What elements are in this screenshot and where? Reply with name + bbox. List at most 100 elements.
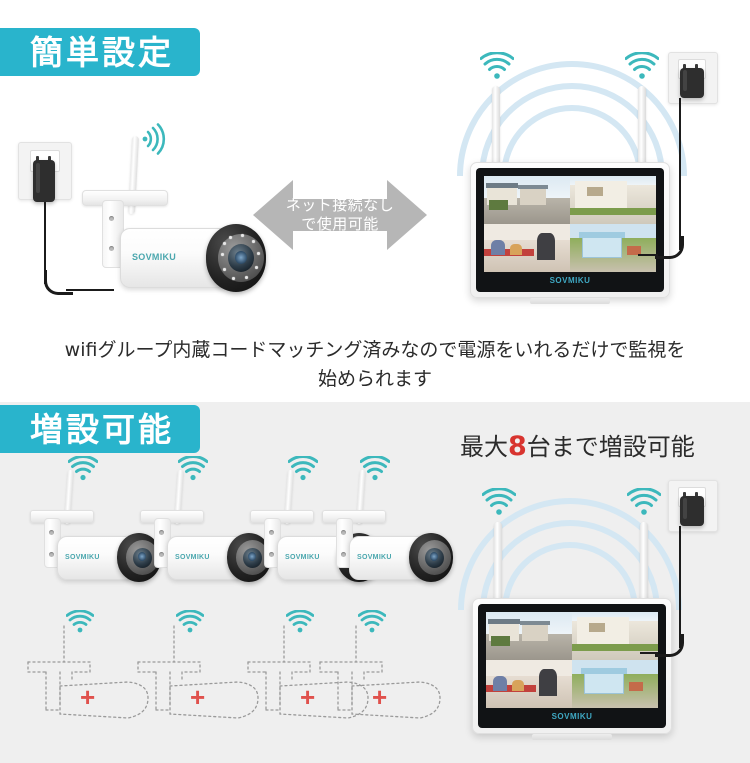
setup-caption: wifiグループ内蔵コードマッチング済みなので電源をいれるだけで監視を始められま… <box>64 339 686 391</box>
power-adapter <box>680 496 704 526</box>
ir-led <box>229 236 232 239</box>
monitor-screen <box>486 612 658 708</box>
max-units-suffix: 台まで増設可能 <box>526 433 695 461</box>
monitor-screen <box>484 176 656 272</box>
wifi-signal-icon <box>178 456 208 483</box>
camera-lens-glint <box>248 552 256 561</box>
section-expandable: 増設可能 最大8台まで増設可能 <box>0 402 750 763</box>
monitor-power-cable-vertical <box>679 526 681 648</box>
adapter-highlight <box>682 498 688 520</box>
ghost-camera-slot-3[interactable]: + <box>244 610 374 730</box>
camera-bracket-screw-bottom <box>341 552 346 557</box>
wifi-signal-icon <box>68 456 98 483</box>
camera-expand-1: SOVMIKU <box>26 456 161 590</box>
max-units-prefix: 最大 <box>460 433 508 461</box>
arrow-line-2: で使用可能 <box>301 215 379 233</box>
camera-feed-quadrant <box>570 224 656 272</box>
section-easy-setup: 簡単設定 <box>0 28 730 308</box>
adapter-highlight <box>35 163 40 193</box>
camera-bracket-screw-top <box>159 530 164 535</box>
camera-brand-logo: SOVMIKU <box>175 554 210 561</box>
ir-led <box>241 234 244 237</box>
camera-bracket-arm <box>250 510 314 523</box>
outlet-slot-left <box>683 492 686 499</box>
wifi-signal-icon <box>627 488 661 518</box>
camera-bracket-arm <box>82 190 168 206</box>
camera-bracket-screw-bottom <box>269 552 274 557</box>
monitor-power-cable-bend <box>655 236 684 259</box>
camera-bracket-arm <box>30 510 94 523</box>
wall-outlet-bottom-right <box>668 480 730 560</box>
ghost-camera-slot-2[interactable]: + <box>134 610 264 730</box>
camera-bracket-arm <box>140 510 204 523</box>
monitor-power-cable-vertical <box>679 98 681 250</box>
no-internet-arrow-label: ネット接続なし で使用可能 <box>253 172 427 258</box>
wall-outlet-right <box>668 52 730 132</box>
monitor-antenna-left <box>492 86 500 168</box>
camera-brand-logo: SOVMIKU <box>65 554 100 561</box>
camera-main: SOVMIKU <box>78 123 268 308</box>
monitor-power-cable-bend <box>655 634 684 657</box>
camera-body <box>120 228 226 288</box>
power-cable-horizontal <box>66 289 114 291</box>
monitor-stand <box>532 734 612 740</box>
max-units-heading: 最大8台まで増設可能 <box>460 427 750 462</box>
monitor-brand-logo: SOVMIKU <box>549 276 591 285</box>
wall-outlet-left <box>18 142 80 222</box>
wifi-signal-icon <box>176 610 204 635</box>
wifi-signal-icon <box>136 122 170 156</box>
camera-brand-logo: SOVMIKU <box>357 554 392 561</box>
camera-feed-quadrant <box>484 176 570 224</box>
ir-led <box>221 253 224 256</box>
wifi-signal-icon <box>66 610 94 635</box>
banner-easy-setup-label: 簡単設定 <box>30 32 174 72</box>
camera-lens-glint <box>235 251 247 264</box>
camera-brand-logo: SOVMIKU <box>285 554 320 561</box>
outlet-slot-left <box>683 64 686 71</box>
camera-bracket-screw-bottom <box>109 246 114 251</box>
ir-led <box>223 268 226 271</box>
camera-feed-quadrant <box>570 176 656 224</box>
camera-bracket-screw-top <box>109 216 114 221</box>
power-cable-bend <box>44 270 73 295</box>
ir-led <box>245 276 248 279</box>
camera-bracket-screw-top <box>49 530 54 535</box>
max-units-number: 8 <box>508 431 527 462</box>
ghost-camera-plus-icon: + <box>300 682 316 712</box>
arrow-line-1: ネット接続なし <box>285 196 395 215</box>
monitor-antenna-right <box>638 86 646 168</box>
camera-lens-glint <box>430 552 438 561</box>
ir-led <box>232 277 235 280</box>
camera-bracket-arm <box>322 510 386 523</box>
outlet-slot-right <box>695 492 698 499</box>
camera-feed-quadrant <box>486 612 572 660</box>
adapter-highlight <box>682 70 688 92</box>
wifi-signal-icon <box>358 610 386 635</box>
camera-expand-2: SOVMIKU <box>136 456 271 590</box>
wifi-signal-icon <box>286 610 314 635</box>
monitor-antenna-left <box>494 522 502 604</box>
camera-bracket-screw-bottom <box>159 552 164 557</box>
camera-bracket-screw-bottom <box>49 552 54 557</box>
wifi-signal-icon <box>360 456 390 483</box>
power-adapter <box>680 68 704 98</box>
camera-bracket-screw-top <box>341 530 346 535</box>
camera-bracket-screw-top <box>269 530 274 535</box>
ghost-camera-slot-4[interactable]: + <box>316 610 446 730</box>
monitor-antenna-right <box>640 522 648 604</box>
banner-expandable: 増設可能 <box>0 405 200 453</box>
banner-expandable-label: 増設可能 <box>30 409 174 449</box>
ghost-camera-slot-1[interactable]: + <box>24 610 154 730</box>
power-adapter <box>33 160 55 202</box>
monitor-stand <box>530 298 610 304</box>
ghost-camera-plus-icon: + <box>80 682 96 712</box>
no-internet-arrow: ネット接続なし で使用可能 <box>253 172 427 258</box>
ir-led <box>252 240 255 243</box>
power-cable-vertical <box>44 202 46 284</box>
ir-led <box>255 266 258 269</box>
banner-easy-setup: 簡単設定 <box>0 28 200 76</box>
camera-expand-4: SOVMIKU <box>318 456 453 590</box>
monitor-brand-logo: SOVMIKU <box>551 712 593 721</box>
monitor-nvr-top: SOVMIKU <box>470 52 680 308</box>
